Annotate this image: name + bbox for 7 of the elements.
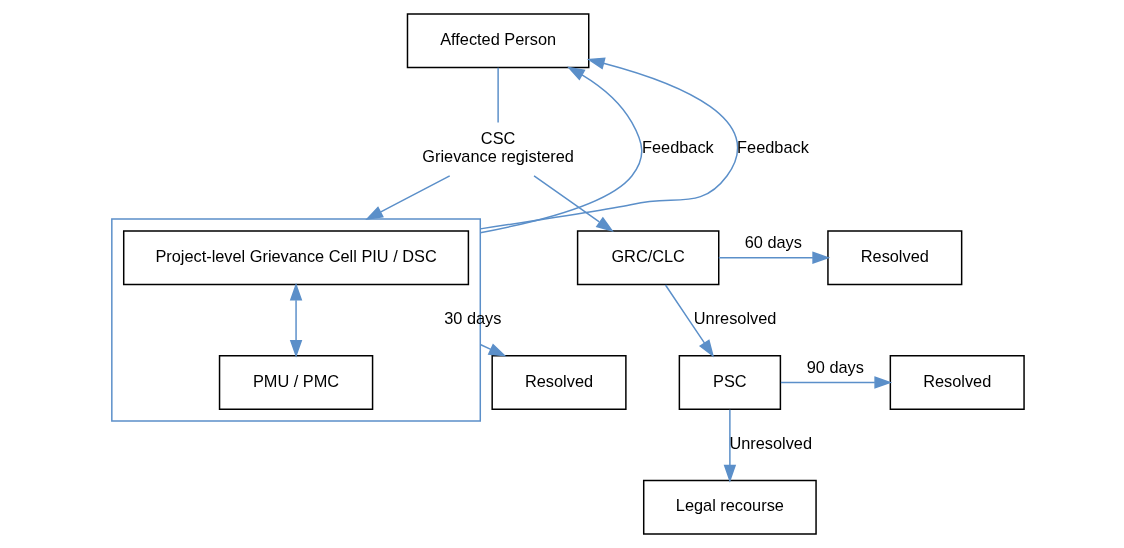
edge-label: Feedback — [642, 138, 714, 157]
edge-label: 90 days — [806, 358, 864, 377]
node-text: CSC Grievance registered — [422, 129, 574, 166]
edge-label: Unresolved — [693, 309, 777, 328]
edge-label: Unresolved — [729, 434, 813, 453]
edge-label: Feedback — [737, 138, 809, 157]
edge-label: 60 days — [744, 233, 802, 252]
